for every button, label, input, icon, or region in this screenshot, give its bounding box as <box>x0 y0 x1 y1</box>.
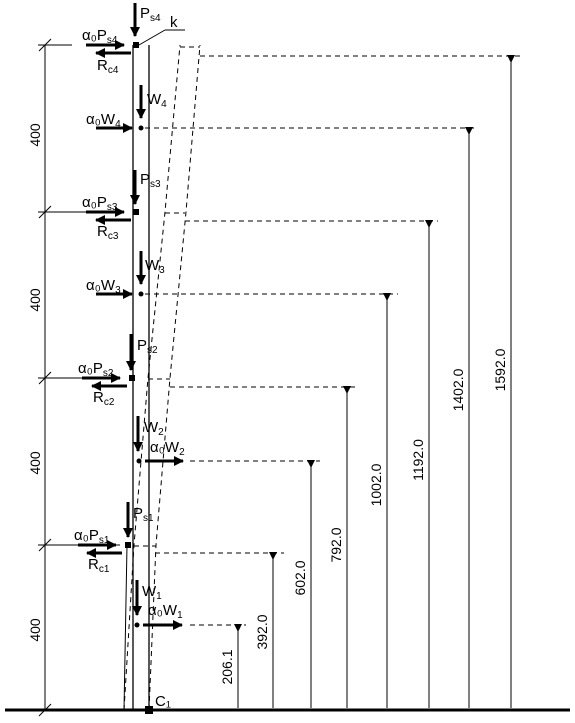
load-points <box>125 42 144 628</box>
load-label-rc2: Rc2 <box>93 389 115 408</box>
load-arrows <box>78 3 184 630</box>
load-label-aw3: α₀W3 <box>86 277 121 296</box>
load-label-rc3: Rc3 <box>97 223 119 242</box>
load-label-aw4: α₀W4 <box>86 111 121 130</box>
story-height-label: 400 <box>27 288 43 312</box>
load-label-ps4: Ps4 <box>140 5 161 24</box>
load-label-aw1: α₀W1 <box>148 602 183 621</box>
load-label-ps3: Ps3 <box>140 171 161 190</box>
load-label-ap-s1: α₀Ps1 <box>74 527 110 546</box>
elevation-label: 1002.0 <box>368 463 384 506</box>
deflected-shape <box>123 44 201 711</box>
elevation-label: 1592.0 <box>492 348 508 391</box>
k-leader <box>138 29 166 46</box>
story-height-label: 400 <box>27 618 43 642</box>
load-label-ps2: Ps2 <box>137 337 158 356</box>
load-label-ps1: Ps1 <box>133 505 154 524</box>
load-label-w1: W1 <box>142 583 162 602</box>
load-label-w2: W2 <box>144 419 164 438</box>
elevation-labels: 1592.0 1402.0 1192.0 1002.0 792.0 602.0 … <box>219 348 508 684</box>
story-height-label: 400 <box>27 123 43 147</box>
load-label-ap-s2: α₀Ps2 <box>78 360 114 379</box>
story-height-label: 400 <box>27 451 43 475</box>
elevation-dimensions <box>234 55 515 708</box>
elevation-label: 206.1 <box>219 649 235 684</box>
story-height-labels: 400 400 400 400 <box>27 123 43 642</box>
node-k-label: k <box>170 14 178 31</box>
load-label-ap-s3: α₀Ps3 <box>82 194 118 213</box>
load-label-w3: W3 <box>145 257 165 276</box>
load-label-rc1: Rc1 <box>88 556 110 575</box>
elevation-label: 602.0 <box>292 560 308 595</box>
elevation-label: 392.0 <box>254 614 270 649</box>
load-label-rc4: Rc4 <box>97 57 119 76</box>
load-label-aw2: α₀W2 <box>150 439 185 458</box>
elevation-label: 792.0 <box>328 527 344 562</box>
node-c1-label: C₁ <box>155 693 171 710</box>
load-label-ap-s4: α₀Ps4 <box>82 27 118 46</box>
load-label-w4: W4 <box>147 91 167 110</box>
elevation-label: 1402.0 <box>450 368 466 411</box>
elevation-label: 1192.0 <box>410 439 426 481</box>
